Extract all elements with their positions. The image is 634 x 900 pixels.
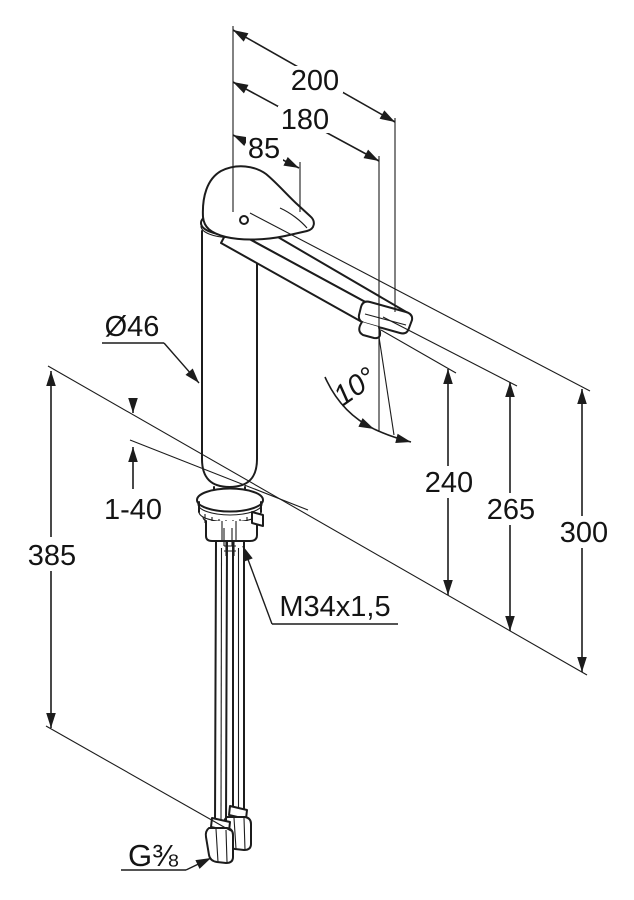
hose-end-extension-line	[45, 725, 232, 832]
dimension-height-300: 300	[560, 389, 608, 672]
dim-label-240: 240	[425, 467, 473, 499]
deck-underside-line	[129, 439, 309, 511]
dim-label-deck-thickness: 1-40	[104, 494, 162, 526]
mounting-deck-lines	[45, 365, 588, 832]
callout-diameter-46: Ø46	[102, 311, 200, 384]
dim-label-385: 385	[28, 540, 76, 572]
dim-label-85: 85	[248, 133, 280, 165]
faucet-outline	[196, 165, 414, 864]
faucet-handle	[201, 165, 315, 241]
faucet-body	[201, 230, 258, 498]
dim-label-connection: G⅜	[128, 838, 178, 873]
deck-surface-line	[47, 365, 588, 676]
dim-label-265: 265	[487, 494, 535, 526]
dimension-hose-385: 385	[28, 371, 76, 728]
callout-hose-connection-g38: G⅜	[121, 838, 212, 873]
bracket-tab	[251, 511, 264, 527]
aerator-line	[364, 313, 407, 326]
hose-nut-left	[204, 827, 234, 864]
dim-label-180: 180	[281, 104, 329, 136]
aerator-lip	[358, 321, 382, 340]
mounting-base	[196, 487, 264, 556]
callout-thread-m34: M34x1,5	[242, 545, 398, 625]
handle-pivot-dot	[239, 215, 249, 225]
dimension-angle-10: 10°	[324, 336, 412, 444]
base-flange	[196, 487, 264, 513]
dimension-reach-180: 180	[232, 81, 380, 162]
dimension-height-240: 240	[425, 369, 473, 595]
dim-label-300: 300	[560, 517, 608, 549]
dim-label-diameter: Ø46	[105, 311, 160, 343]
dim-label-thread: M34x1,5	[279, 591, 390, 623]
dimension-deck-thickness: 1-40	[104, 398, 162, 526]
threaded-stud	[224, 541, 236, 556]
faucet-spout	[220, 218, 414, 340]
supply-hoses	[204, 540, 252, 864]
dimension-height-265: 265	[487, 382, 535, 631]
dimension-handle-85: 85	[232, 133, 300, 169]
dim-label-200: 200	[291, 65, 339, 97]
dim-label-angle: 10°	[328, 361, 382, 412]
